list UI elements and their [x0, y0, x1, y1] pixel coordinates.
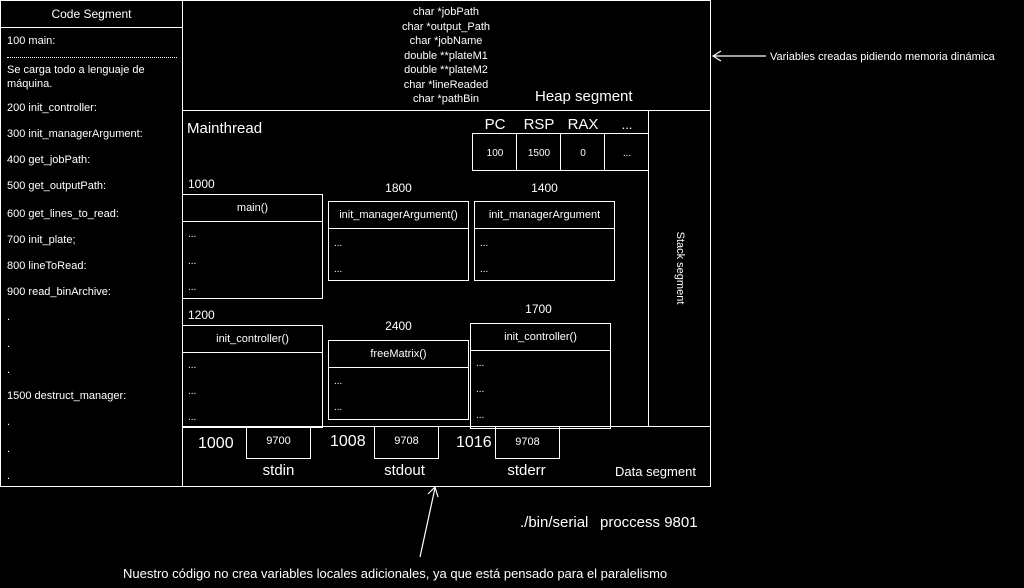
- register-name-rsp: RSP: [523, 116, 555, 133]
- stream-value-box-stdout: [374, 426, 439, 459]
- process-path: ./bin/serial: [520, 514, 589, 531]
- stream-name: stdout: [384, 462, 425, 479]
- mainthread-label: Mainthread: [187, 120, 263, 137]
- frame-address: 1800: [385, 181, 412, 195]
- heap-variable: char *lineReaded: [403, 78, 489, 91]
- frame-item: ...: [476, 384, 485, 395]
- stream-value: 9700: [266, 435, 291, 447]
- code-line: 100 main:: [7, 35, 56, 47]
- code-line: .: [7, 364, 11, 376]
- frame-name: freeMatrix(): [329, 341, 468, 368]
- data-divider: [182, 426, 711, 427]
- register-value-pc: 100: [486, 148, 504, 159]
- stack-divider: [648, 110, 649, 427]
- heap-arrow-icon: [711, 50, 766, 62]
- frame-item: ...: [334, 238, 343, 249]
- code-line: 400 get_jobPath:: [7, 154, 91, 166]
- register-name-pc: PC: [484, 116, 506, 133]
- code-line: 1500 destruct_manager:: [7, 390, 127, 402]
- code-line: 600 get_lines_to_read:: [7, 208, 119, 220]
- code-line: 200 init_controller:: [7, 102, 97, 114]
- stream-value: 9708: [515, 436, 540, 448]
- stream-value-box-stderr: [495, 426, 560, 459]
- code-segment-header: [1, 1, 182, 28]
- code-line: 900 read_binArchive:: [7, 286, 111, 298]
- code-line: .: [7, 311, 11, 323]
- register-name-rax: RAX: [567, 116, 599, 133]
- code-line: máquina.: [7, 78, 53, 90]
- register-value-rsp: 1500: [527, 148, 551, 159]
- frame-name: main(): [183, 195, 322, 222]
- frame-item: ...: [334, 376, 343, 387]
- frame-item: ...: [480, 264, 489, 275]
- frame-address: 1400: [531, 181, 558, 195]
- code-line: .: [7, 443, 11, 455]
- stream-name: stdin: [262, 462, 295, 479]
- heap-variable: double **plateM1: [404, 49, 488, 62]
- stream-address: 1008: [330, 433, 366, 450]
- heap-variables: char *jobPath char *output_Path char *jo…: [183, 5, 709, 107]
- frame-name: init_managerArgument(): [329, 202, 468, 229]
- frame-item: ...: [334, 264, 343, 275]
- frame-item: ...: [188, 282, 197, 293]
- frame-item: ...: [476, 410, 485, 421]
- stack-frame-init-manager-argument-2: init_managerArgument ... ...: [474, 201, 615, 281]
- frame-name: init_managerArgument: [475, 202, 614, 229]
- frame-item: ...: [188, 256, 197, 267]
- stack-frame-main: main() ... ... ...: [182, 194, 323, 299]
- stream-value-box-stdin: [246, 426, 311, 459]
- code-line: 500 get_outputPath:: [7, 180, 107, 192]
- stack-frame-init-controller: init_controller() ... ... ...: [182, 325, 323, 428]
- frame-address: 2400: [385, 319, 412, 333]
- code-line: 700 init_plate;: [7, 234, 76, 246]
- stack-frame-init-controller-2: init_controller() ... ... ...: [470, 323, 611, 429]
- heap-annotation: Variables creadas pidiendo memoria dinám…: [770, 51, 995, 63]
- frame-item: ...: [476, 358, 485, 369]
- frame-name: init_controller(): [183, 326, 322, 353]
- heap-variable: char *jobName: [409, 35, 483, 47]
- frame-address: 1700: [525, 302, 552, 316]
- code-segment: Code Segment 100 main: Se carga todo a l…: [0, 0, 183, 487]
- heap-variable: char *jobPath: [412, 6, 480, 18]
- code-segment-title: Code Segment: [51, 7, 132, 21]
- heap-divider: [182, 110, 711, 111]
- footer-note: Nuestro código no crea variables locales…: [123, 566, 668, 581]
- stream-address: 1016: [456, 434, 492, 451]
- stream-value: 9708: [394, 435, 419, 447]
- frame-item: ...: [188, 386, 197, 397]
- code-line: .: [7, 470, 11, 482]
- frame-item: ...: [188, 229, 197, 240]
- heap-variable: char *pathBin: [412, 93, 480, 105]
- frame-item: ...: [480, 238, 489, 249]
- frame-name: init_controller(): [471, 324, 610, 351]
- stack-frame-free-matrix: freeMatrix() ... ...: [328, 340, 469, 420]
- heap-segment-label: Heap segment: [535, 88, 633, 105]
- code-line: .: [7, 338, 11, 350]
- stream-address: 1000: [198, 435, 234, 452]
- frame-address: 1200: [188, 308, 215, 322]
- register-name-more: ...: [621, 117, 633, 132]
- code-line: 300 init_managerArgument:: [7, 128, 143, 140]
- code-line: .: [7, 416, 11, 428]
- code-line: 800 lineToRead:: [7, 260, 87, 272]
- data-segment-label: Data segment: [615, 464, 696, 479]
- frame-item: ...: [188, 412, 197, 423]
- code-separator: [7, 57, 177, 58]
- frame-address: 1000: [188, 177, 215, 191]
- register-more: [604, 133, 649, 171]
- process-label: proccess 9801: [600, 514, 698, 531]
- footer-arrow-icon: [419, 485, 439, 558]
- heap-variable: double **plateM2: [404, 64, 488, 76]
- frame-item: ...: [188, 360, 197, 371]
- stack-segment-label: Stack segment: [674, 231, 686, 305]
- register-value-rax: 0: [580, 148, 586, 159]
- code-line: Se carga todo a lenguaje de: [7, 64, 145, 76]
- heap-variable: char *output_Path: [401, 20, 491, 33]
- register-value-more: ...: [622, 148, 632, 159]
- stack-frame-init-manager-argument: init_managerArgument() ... ...: [328, 201, 469, 281]
- frame-item: ...: [334, 402, 343, 413]
- stream-name: stderr: [507, 462, 546, 479]
